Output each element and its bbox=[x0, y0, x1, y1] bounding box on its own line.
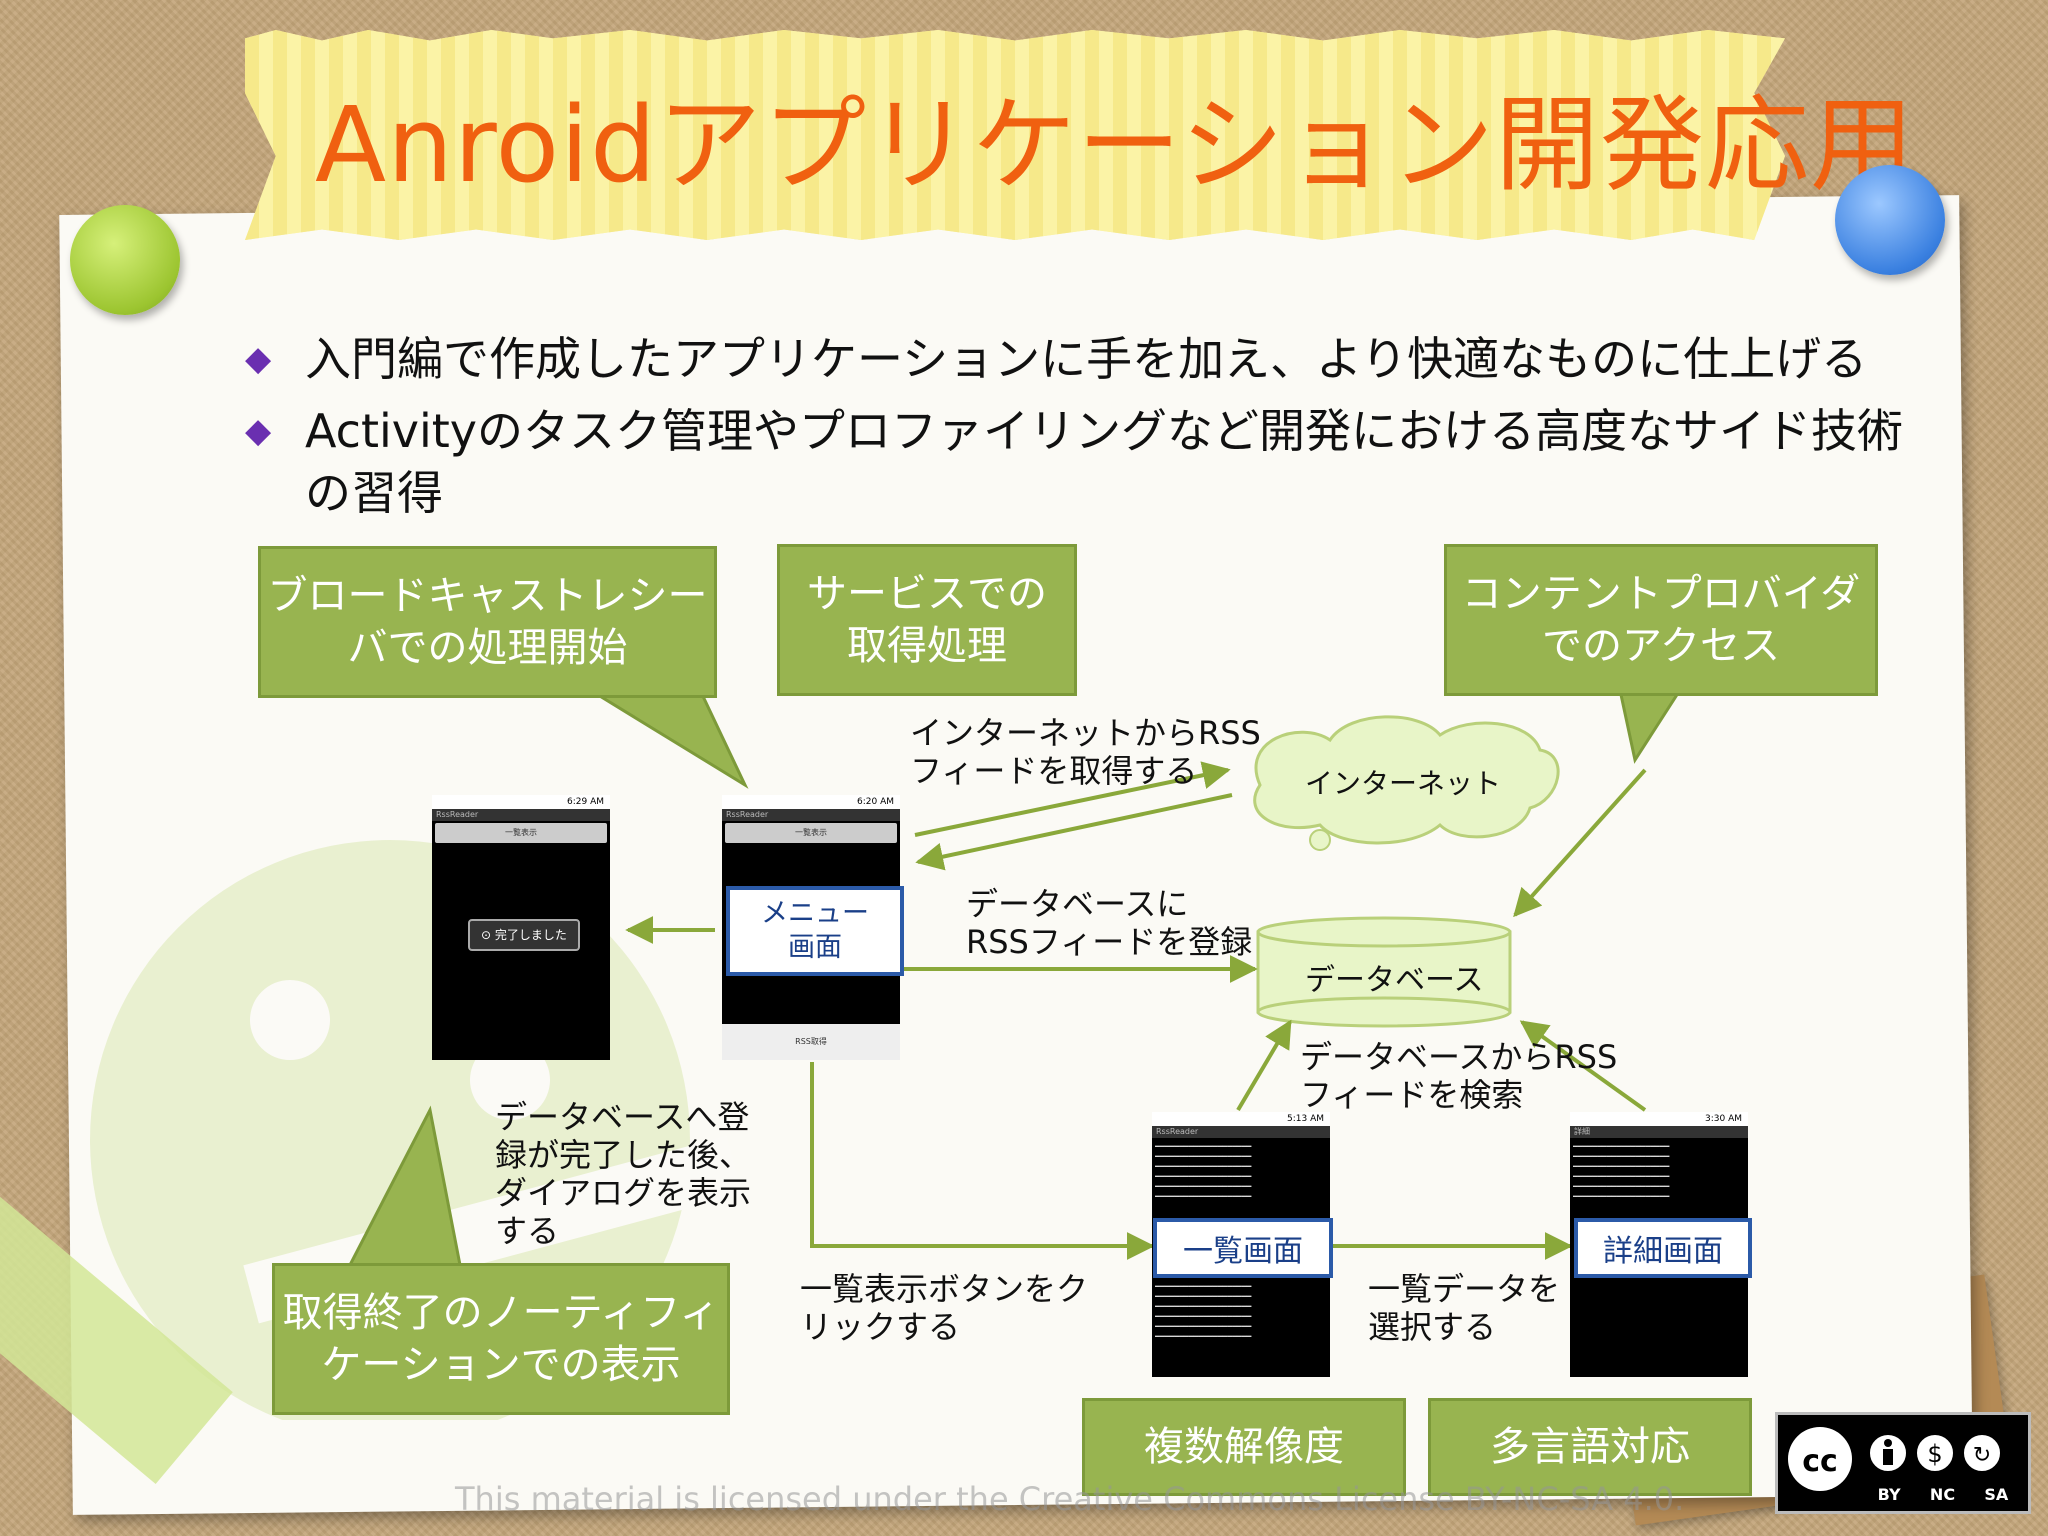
app-bar: RssReader bbox=[722, 809, 900, 821]
cc-term-by: BY bbox=[1877, 1485, 1901, 1504]
diamond-bullet-icon: ◆ bbox=[245, 339, 272, 379]
list-preview-lines: ━━━━━━━━━━━━━━━━━━━━━━━━━━━━━━━━━━━━━━━━… bbox=[1155, 1142, 1252, 1201]
nc-icon bbox=[1913, 1431, 1957, 1475]
annotation-line: ダイアログを表示 bbox=[495, 1174, 752, 1212]
green-pushpin bbox=[70, 205, 180, 315]
annotation-line: フィードを取得する bbox=[910, 752, 1198, 790]
annotation-line: RSSフィードを登録 bbox=[966, 923, 1253, 961]
callout-service: サービスでの取得処理 bbox=[777, 544, 1077, 696]
bullet-text: 入門編で作成したアプリケーションに手を加え、より快適なものに仕上げる bbox=[305, 332, 1868, 386]
status-bar: 6:20 AM bbox=[722, 795, 900, 809]
toast-done: ⊙ 完了しました bbox=[468, 919, 580, 951]
status-bar: 5:13 AM bbox=[1152, 1112, 1330, 1126]
callout-notification: 取得終了のノーティフィケーションでの表示 bbox=[272, 1263, 730, 1415]
callout-line: ブロードキャストレシー bbox=[267, 573, 708, 619]
label-line: 画面 bbox=[788, 932, 842, 963]
annotation-line: 録が完了した後、 bbox=[495, 1136, 752, 1174]
annotation-line: 選択する bbox=[1368, 1308, 1497, 1346]
callout-broadcast-receiver: ブロードキャストレシーバでの処理開始 bbox=[258, 546, 717, 698]
annotation-line: インターネットからRSS bbox=[910, 714, 1261, 752]
internet-label: インターネット bbox=[1305, 767, 1502, 800]
annotation-select-data: 一覧データを選択する bbox=[1368, 1270, 1560, 1346]
svg-text:cc: cc bbox=[1802, 1444, 1838, 1479]
sa-icon bbox=[1960, 1431, 2004, 1475]
callout-tail bbox=[584, 688, 749, 789]
annotation-click-list: 一覧表示ボタンをクリックする bbox=[800, 1270, 1088, 1346]
bullet-item: ◆ Activityのタスク管理やプロファイリングなど開発における高度なサイド技術 bbox=[245, 400, 1903, 462]
cc-term-sa: SA bbox=[1984, 1485, 2009, 1504]
app-bar: RssReader bbox=[1152, 1126, 1330, 1138]
menu-screen-label: メニュー画面 bbox=[726, 886, 904, 976]
bullet-text: Activityのタスク管理やプロファイリングなど開発における高度なサイド技術 bbox=[305, 404, 1904, 458]
page-title: Anroidアプリケーション開発応用 bbox=[315, 84, 1915, 206]
cc-term-nc: NC bbox=[1929, 1485, 1956, 1504]
callout-line: コンテントプロバイダ bbox=[1461, 571, 1861, 617]
callout-line: サービスでの bbox=[807, 571, 1047, 617]
callout-line: でのアクセス bbox=[1542, 623, 1780, 669]
internet-cloud bbox=[1253, 715, 1560, 845]
bullet-text-continuation: の習得 bbox=[305, 466, 443, 520]
toast-text: 完了しました bbox=[494, 928, 567, 942]
label-line: メニュー bbox=[761, 898, 869, 929]
svg-text:↻: ↻ bbox=[1973, 1443, 1991, 1468]
callout-content-provider: コンテントプロバイダでのアクセス bbox=[1444, 544, 1878, 696]
app-bar: RssReader bbox=[432, 809, 610, 821]
annotation-line: フィードを検索 bbox=[1300, 1076, 1524, 1114]
title-banner bbox=[245, 30, 1785, 240]
annotation-line: リックする bbox=[800, 1308, 961, 1346]
database-cylinder bbox=[1256, 916, 1512, 1028]
cc-logo-icon bbox=[1788, 1427, 1852, 1491]
annotation-dialog: データベースへ登録が完了した後、ダイアログを表示する bbox=[495, 1098, 751, 1250]
list-preview-lines: ━━━━━━━━━━━━━━━━━━━━━━━━━━━━━━━━━━━━━━━━… bbox=[1155, 1282, 1252, 1341]
check-icon: ⊙ bbox=[481, 928, 495, 942]
annotation-line: する bbox=[495, 1212, 560, 1250]
callout-tail bbox=[347, 1105, 462, 1267]
rss-fetch-button: RSS取得 bbox=[722, 1024, 900, 1060]
list-screen-label: 一覧画面 bbox=[1153, 1218, 1333, 1278]
callout-line: ケーションでの表示 bbox=[321, 1342, 681, 1388]
callout-multi-resolution: 複数解像度 bbox=[1082, 1398, 1406, 1496]
diamond-bullet-icon: ◆ bbox=[245, 411, 272, 451]
callout-line: バでの処理開始 bbox=[347, 625, 628, 671]
annotation-line: データベースに bbox=[966, 885, 1189, 923]
phone-done-screen: 6:29 AM RssReader 一覧表示 ⊙ 完了しました bbox=[432, 795, 610, 1060]
callout-tail bbox=[1618, 688, 1683, 764]
cc-license-badge: cc $ ↻ BY NC SA bbox=[1775, 1412, 2031, 1514]
status-bar: 6:29 AM bbox=[432, 795, 610, 809]
callout-line: 取得処理 bbox=[847, 623, 1007, 669]
blue-pushpin bbox=[1835, 165, 1945, 275]
app-bar: 詳細 bbox=[1570, 1126, 1748, 1138]
annotation-line: データベースへ登 bbox=[495, 1098, 750, 1136]
annotation-line: 一覧データを bbox=[1368, 1270, 1561, 1308]
cc-terms: BY NC SA bbox=[1863, 1485, 2023, 1504]
license-text: This material is licensed under the Crea… bbox=[455, 1480, 1685, 1518]
detail-preview-lines: ━━━━━━━━━━━━━━━━━━━━━━━━━━━━━━━━━━━━━━━━… bbox=[1573, 1142, 1670, 1201]
list-button: 一覧表示 bbox=[725, 823, 897, 843]
svg-text:$: $ bbox=[1927, 1440, 1942, 1468]
callout-multi-language: 多言語対応 bbox=[1428, 1398, 1752, 1496]
bullet-item: ◆ 入門編で作成したアプリケーションに手を加え、より快適なものに仕上げる bbox=[245, 328, 1867, 390]
status-bar: 3:30 AM bbox=[1570, 1112, 1748, 1126]
database-label: データベース bbox=[1305, 963, 1484, 998]
annotation-line: 一覧表示ボタンをク bbox=[800, 1270, 1089, 1308]
detail-screen-label: 詳細画面 bbox=[1574, 1218, 1752, 1278]
callout-line: 取得終了のノーティフィ bbox=[282, 1290, 720, 1336]
list-button: 一覧表示 bbox=[435, 823, 607, 843]
annotation-line: データベースからRSS bbox=[1300, 1038, 1618, 1076]
